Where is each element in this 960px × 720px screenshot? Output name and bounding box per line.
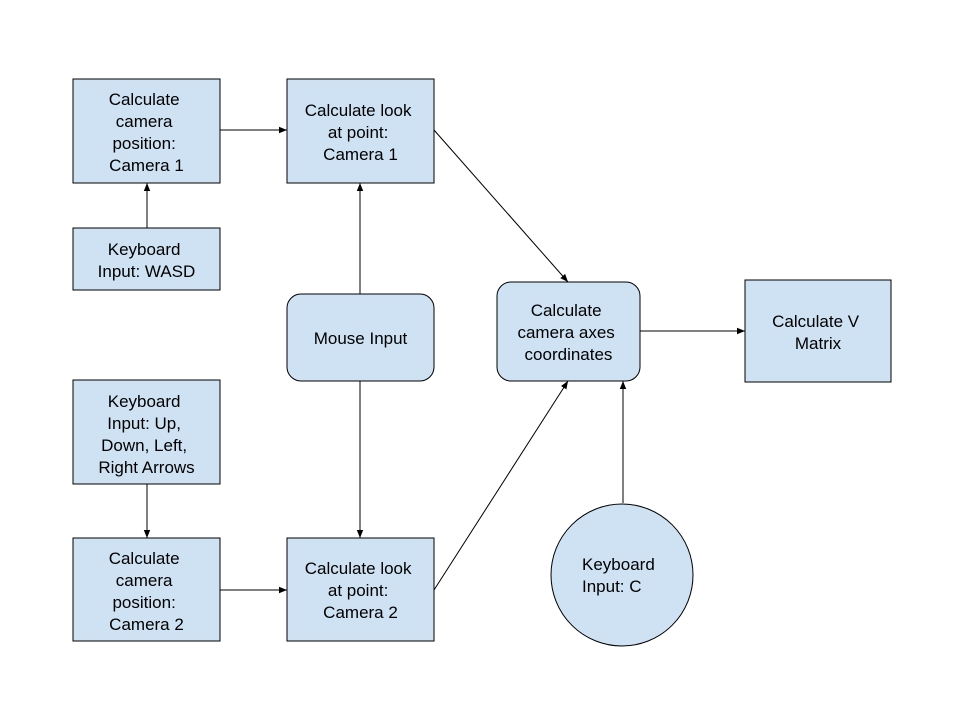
node-calculate-camera-position-camera-1: Calculate camera position: Camera 1 xyxy=(72,78,221,184)
node-label-line: Down, Left, xyxy=(101,436,187,455)
node-calculate-v-matrix: Calculate V Matrix xyxy=(744,279,892,383)
node-label-line: Input: WASD xyxy=(98,262,196,281)
node-label-line: Calculate xyxy=(531,301,602,320)
node-calculate-look-at-point-camera-2: Calculate look at point: Camera 2 xyxy=(286,537,435,642)
node-keyboard-input-arrows: Keyboard Input: Up, Down, Left, Right Ar… xyxy=(72,379,221,485)
node-label-line: Mouse Input xyxy=(314,329,408,348)
node-label-line: Calculate V xyxy=(772,312,860,331)
node-label-line: Input: Up, xyxy=(107,414,181,433)
node-label-line: camera xyxy=(116,571,173,590)
node-label-line: at point: xyxy=(328,123,389,142)
node-label-line: Camera 2 xyxy=(323,603,398,622)
edge-look-cam1-to-axes xyxy=(433,129,569,283)
svg-text:Calculate V Matrix: Calculate V Matrix xyxy=(772,312,864,353)
node-label-line: coordinates xyxy=(525,345,613,364)
node-label-line: Keyboard xyxy=(108,240,181,259)
node-label-line: Camera 1 xyxy=(323,145,398,164)
svg-text:Calculate camera axes: Calculate camera axes coordinates xyxy=(517,301,619,364)
node-label-line: Calculate xyxy=(109,549,180,568)
node-label-line: camera axes xyxy=(517,323,614,342)
svg-text:Keyboard Input: Up,: Keyboard Input: Up, Down, Left, Right Ar… xyxy=(98,392,194,477)
node-calculate-look-at-point-camera-1: Calculate look at point: Camera 1 xyxy=(286,78,435,184)
edges xyxy=(143,126,745,594)
node-calculate-camera-position-camera-2: Calculate camera position: Camera 2 xyxy=(72,537,221,642)
node-label-line: Matrix xyxy=(795,334,842,353)
svg-text:Calculate look at point:: Calculate look at point: Camera 1 xyxy=(305,101,417,164)
svg-text:Calculate camera p: Calculate camera position: Camera 1 xyxy=(109,90,185,175)
node-label-line: Camera 2 xyxy=(109,615,184,634)
edge-look-cam2-to-axes xyxy=(433,380,569,591)
node-label-line: Calculate look xyxy=(305,559,412,578)
node-label-line: Keyboard xyxy=(108,392,181,411)
svg-text:Calculate look at point:: Calculate look at point: Camera 2 xyxy=(305,559,417,622)
node-calculate-camera-axes-coordinates: Calculate camera axes coordinates xyxy=(496,281,641,382)
node-label-line: position: xyxy=(112,593,175,612)
svg-text:Mouse Input: Mouse Input xyxy=(314,329,408,348)
node-label-line: Input: C xyxy=(582,577,642,596)
svg-text:Keyboard Input: C: Keyboard Input: C xyxy=(582,555,660,596)
node-label-line: Calculate xyxy=(109,90,180,109)
node-mouse-input: Mouse Input xyxy=(286,293,435,382)
svg-text:Calculate camera p: Calculate camera position: Camera 2 xyxy=(109,549,185,634)
node-label-line: camera xyxy=(116,112,173,131)
node-keyboard-input-c: Keyboard Input: C xyxy=(550,503,694,647)
node-label-line: Right Arrows xyxy=(98,458,194,477)
node-label-line: Camera 1 xyxy=(109,156,184,175)
node-label-line: Keyboard xyxy=(582,555,655,574)
svg-text:Keyboard Input: WASD: Keyboard Input: WASD xyxy=(98,240,196,281)
node-keyboard-input-wasd: Keyboard Input: WASD xyxy=(72,227,221,291)
node-label-line: Calculate look xyxy=(305,101,412,120)
node-label-line: position: xyxy=(112,134,175,153)
node-label-line: at point: xyxy=(328,581,389,600)
